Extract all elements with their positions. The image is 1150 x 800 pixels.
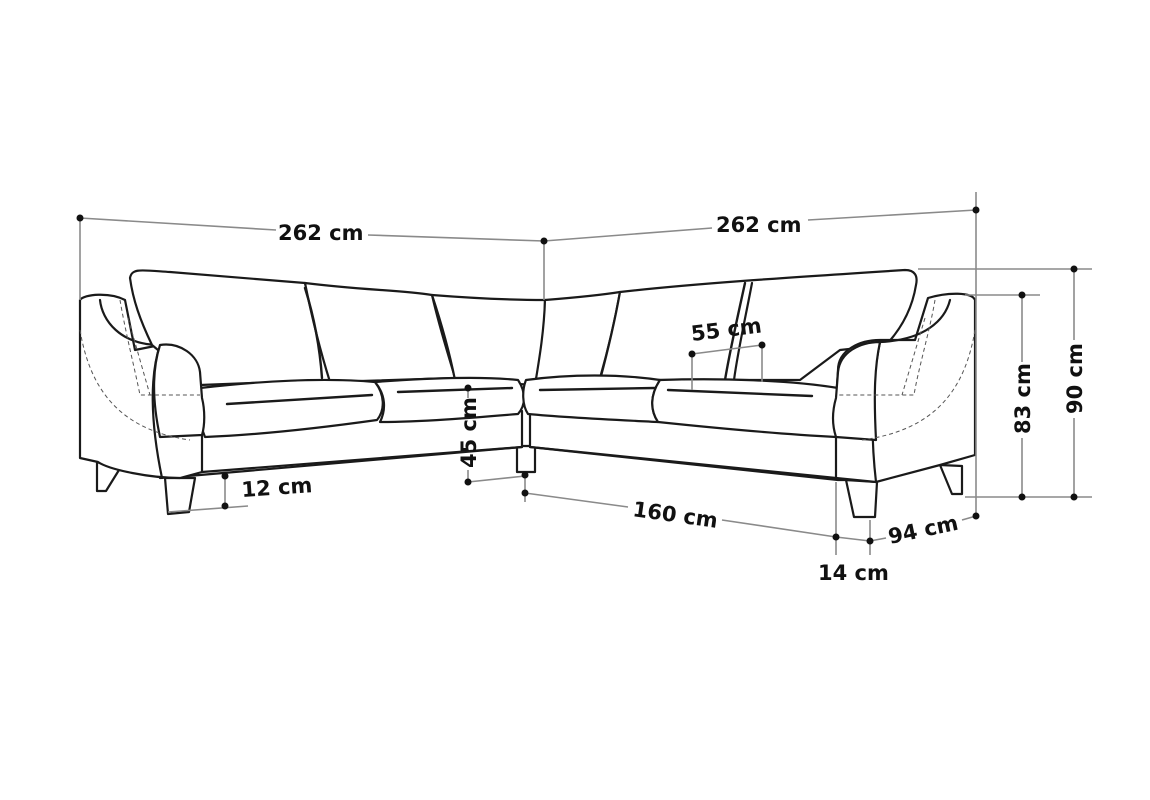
label-seat-height: 45 cm bbox=[457, 397, 481, 468]
endpoint-dot bbox=[464, 478, 472, 486]
right-arm-front-roll bbox=[831, 340, 882, 442]
label-seat-length: 160 cm bbox=[631, 497, 719, 533]
dim-right-width-line-b bbox=[807, 209, 977, 221]
dimension-endpoints bbox=[76, 206, 1078, 545]
cushion-seam-2 bbox=[396, 386, 514, 394]
dim-left-leg-foot bbox=[167, 505, 249, 513]
right-backrest bbox=[598, 268, 918, 382]
hidden-line-right-3 bbox=[901, 317, 926, 396]
dim-seat-length-line-b bbox=[721, 519, 837, 538]
endpoint-dot bbox=[464, 384, 472, 392]
label-right-leg: 14 cm bbox=[818, 561, 889, 585]
cushion-seam-3 bbox=[538, 386, 657, 392]
endpoint-dot bbox=[1070, 265, 1078, 273]
endpoint-dot bbox=[1070, 493, 1078, 501]
endpoint-dot bbox=[688, 350, 696, 358]
cushion-seam-4 bbox=[666, 388, 814, 398]
seat-cushion-right-1 bbox=[522, 374, 662, 424]
endpoint-dot bbox=[221, 502, 229, 510]
cushion-seam-1 bbox=[225, 393, 374, 406]
label-depth: 94 cm bbox=[886, 511, 960, 549]
label-left-width: 262 cm bbox=[278, 221, 363, 245]
endpoint-dot bbox=[1018, 291, 1026, 299]
endpoint-dot bbox=[521, 489, 529, 497]
right-arm-inner-curve bbox=[878, 298, 952, 344]
hidden-line-left-3 bbox=[127, 317, 151, 396]
endpoint-dot bbox=[758, 341, 766, 349]
dim-right-leg-link bbox=[835, 536, 871, 542]
endpoint-dot bbox=[76, 214, 84, 222]
dim-right-width-line-a bbox=[543, 227, 713, 242]
leg-front-right bbox=[938, 463, 964, 496]
corner-sofa bbox=[78, 268, 977, 519]
endpoint-dot bbox=[832, 533, 840, 541]
left-arm-front-roll bbox=[152, 343, 206, 439]
dim-seat-length-line-a bbox=[524, 492, 629, 508]
seat-cushion-left-2 bbox=[373, 376, 526, 424]
endpoint-dot bbox=[1018, 493, 1026, 501]
label-right-width: 262 cm bbox=[716, 213, 801, 237]
pillow-seam-right-2 bbox=[732, 281, 754, 382]
leg-front-mid-left bbox=[163, 476, 197, 516]
endpoint-dot bbox=[972, 206, 980, 214]
dimension-lines bbox=[79, 192, 1092, 555]
seat-cushion-left-1 bbox=[196, 378, 384, 439]
endpoint-dot bbox=[521, 471, 529, 479]
dim-cushion-depth-line bbox=[691, 344, 763, 355]
endpoint-dot bbox=[221, 472, 229, 480]
endpoint-dot bbox=[866, 537, 874, 545]
pillow-seam-left bbox=[303, 286, 324, 380]
label-left-leg: 12 cm bbox=[241, 473, 313, 502]
dim-left-width-line-b bbox=[367, 234, 545, 242]
bottom-edge-left bbox=[200, 445, 524, 474]
endpoint-dot bbox=[972, 512, 980, 520]
label-back-height: 83 cm bbox=[1011, 363, 1035, 434]
dim-left-width-line-a bbox=[79, 217, 277, 231]
left-arm-inner-curve bbox=[98, 298, 162, 347]
endpoint-dot bbox=[540, 237, 548, 245]
leg-front-mid-right bbox=[844, 478, 879, 519]
dim-seat-height-foot bbox=[467, 475, 526, 483]
label-total-height: 90 cm bbox=[1063, 343, 1087, 414]
bottom-edge-right bbox=[528, 445, 838, 480]
pillow-seam-right bbox=[723, 281, 747, 382]
leg-corner bbox=[515, 444, 537, 474]
